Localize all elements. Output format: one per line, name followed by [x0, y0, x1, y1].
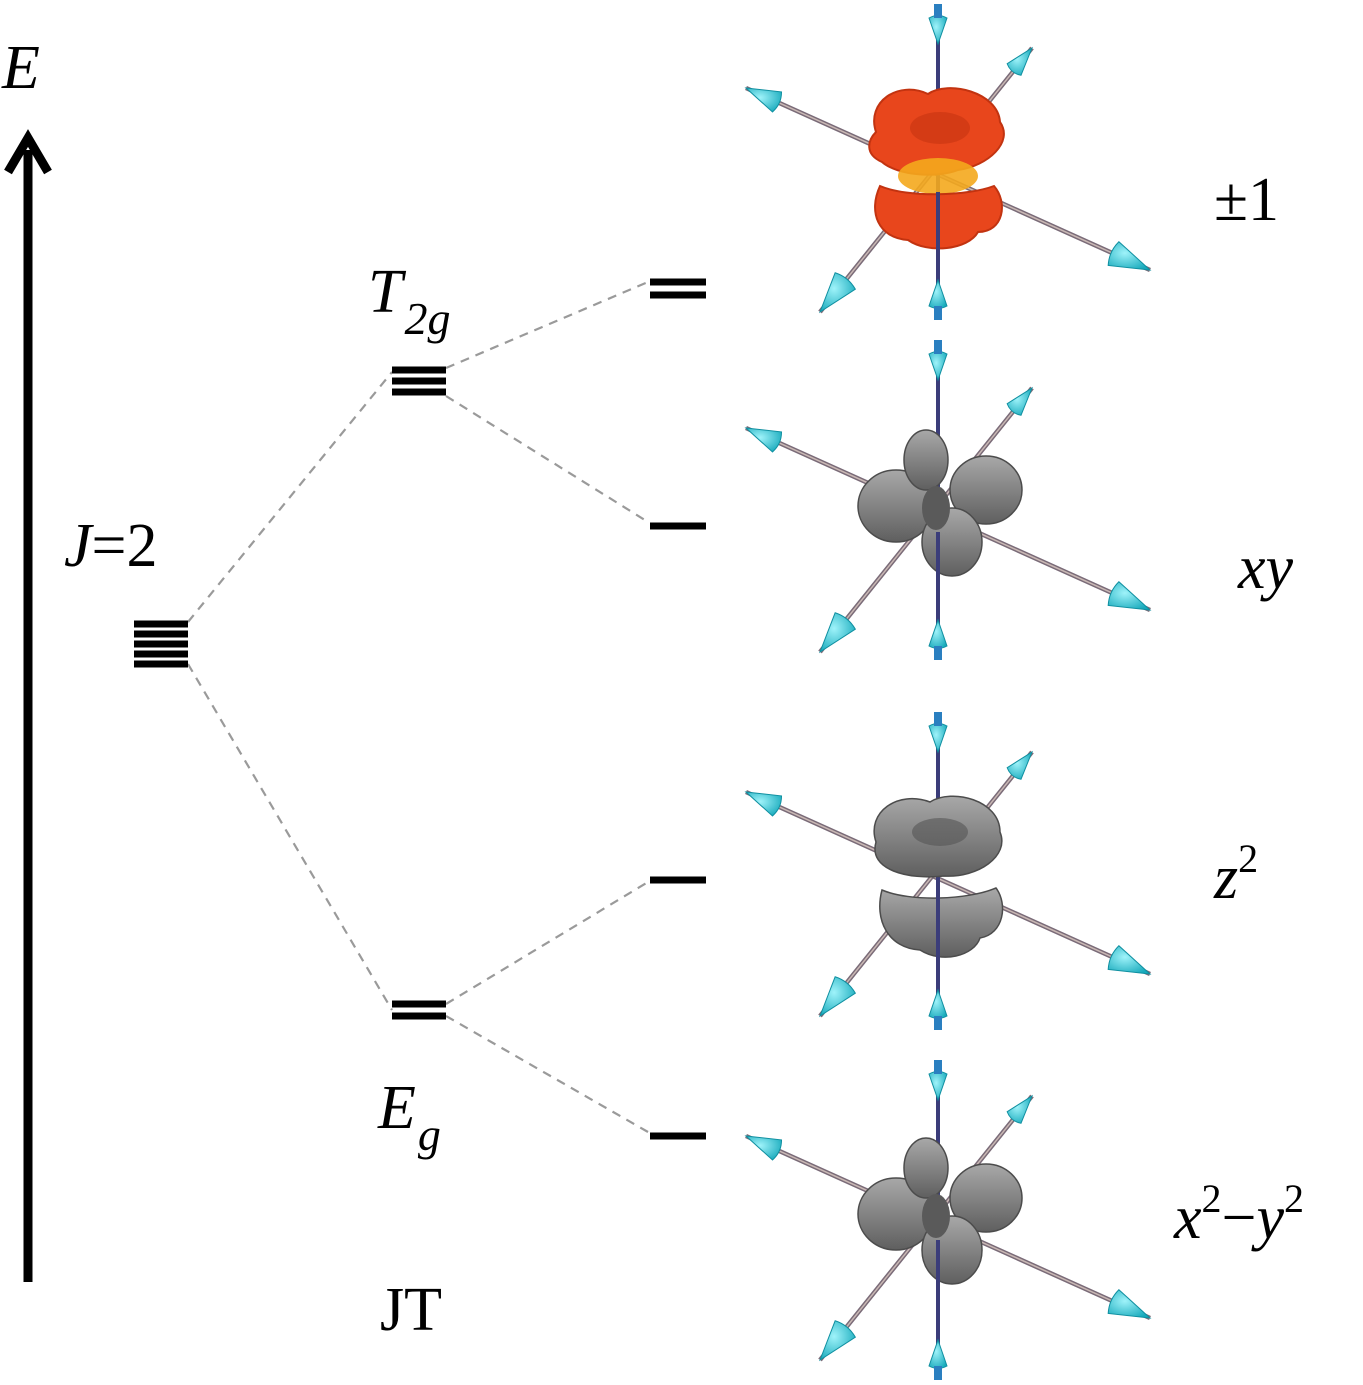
- energy-axis-arrowhead: [4, 129, 52, 175]
- arrow-y-negative: [818, 976, 856, 1018]
- arrow-y-negative: [818, 612, 856, 654]
- arrow-z-bottom: [928, 1338, 948, 1369]
- arrow-x-negative: [744, 791, 783, 817]
- energy-axis: E: [1, 34, 52, 1282]
- arrow-y-negative: [818, 272, 856, 314]
- orbital-lobe-right: [949, 455, 1023, 525]
- x2y2-minus: −: [1222, 1184, 1257, 1252]
- arrow-z-bottom: [928, 618, 948, 649]
- arrow-x-positive: [1107, 1289, 1152, 1319]
- orbital-ring-hole: [910, 112, 970, 144]
- orbital-neck: [898, 158, 978, 194]
- z2-base: z: [1213, 844, 1238, 912]
- j2-label: J=2: [64, 512, 158, 580]
- t2g-label-main: T: [368, 258, 407, 326]
- eg-label-main: E: [377, 1074, 416, 1142]
- split-levels: [650, 278, 706, 1140]
- j2-label-italic: J: [64, 512, 94, 580]
- x2y2-sup1: 2: [1202, 1176, 1222, 1221]
- orbital-lobe-lower: [879, 887, 1004, 958]
- jt-label: JT: [380, 1276, 442, 1344]
- j2-label-rest: =2: [92, 512, 158, 580]
- t2g-label-sub: 2g: [404, 293, 450, 344]
- connector-eg-z2: [445, 881, 649, 1005]
- arrow-z-bottom: [928, 988, 948, 1019]
- orbital-lobe-back: [903, 429, 949, 491]
- connectors: [187, 280, 649, 1133]
- arrow-z-top: [928, 1071, 948, 1102]
- eg-label: Eg: [377, 1074, 441, 1160]
- arrow-x-positive: [1107, 241, 1152, 271]
- orbital-core: [922, 1194, 950, 1238]
- level-j2: J=2: [64, 512, 188, 668]
- connector-j2-eg: [187, 663, 393, 1011]
- arrow-x-negative: [744, 427, 783, 453]
- arrow-y-negative: [818, 1320, 856, 1362]
- x2y2-x: x: [1173, 1184, 1202, 1252]
- arrow-y-positive: [1006, 750, 1034, 780]
- axis-y-highlight: [819, 751, 1033, 1017]
- arrow-y-positive: [1006, 46, 1034, 76]
- orbital-label-z2: z2: [1213, 836, 1258, 912]
- eg-label-sub: g: [418, 1109, 441, 1160]
- arrow-z-top: [928, 15, 948, 46]
- orbital-lobe-right: [949, 1163, 1023, 1233]
- connector-j2-t2g: [187, 371, 393, 623]
- arrow-x-negative: [744, 87, 783, 113]
- orbital-pictures: [744, 4, 1152, 1380]
- z2-sup: 2: [1238, 836, 1258, 881]
- energy-axis-label: E: [1, 34, 40, 102]
- arrow-z-top: [928, 351, 948, 382]
- arrow-x-positive: [1107, 945, 1152, 975]
- arrow-z-top: [928, 723, 948, 754]
- orbital-pm1: [744, 4, 1152, 320]
- level-t2g: T2g: [368, 258, 450, 396]
- level-eg: Eg: [377, 1000, 446, 1160]
- connector-eg-x2y2: [445, 1015, 649, 1133]
- orbital-core: [922, 486, 950, 530]
- orbital-x2y2: [744, 1060, 1152, 1380]
- axis-x-highlight: [745, 791, 1151, 975]
- x2y2-sup2: 2: [1284, 1176, 1304, 1221]
- arrow-x-negative: [744, 1135, 783, 1161]
- arrow-y-positive: [1006, 386, 1034, 416]
- x2y2-y: y: [1251, 1184, 1285, 1252]
- arrow-z-bottom: [928, 278, 948, 309]
- orbital-xy: [744, 340, 1152, 660]
- connector-t2g-xy: [445, 395, 649, 523]
- orbital-label-pm1: ±1: [1214, 166, 1279, 234]
- t2g-label: T2g: [368, 258, 450, 344]
- orbital-label-xy: xy: [1237, 534, 1294, 602]
- orbital-z2: [744, 712, 1152, 1030]
- orbital-ring-hole: [912, 818, 968, 846]
- arrow-x-positive: [1107, 581, 1152, 611]
- arrow-y-positive: [1006, 1094, 1034, 1124]
- orbital-label-x2y2: x2−y2: [1173, 1176, 1304, 1252]
- connector-t2g-pm1: [445, 280, 649, 370]
- orbital-lobe-back: [903, 1137, 949, 1199]
